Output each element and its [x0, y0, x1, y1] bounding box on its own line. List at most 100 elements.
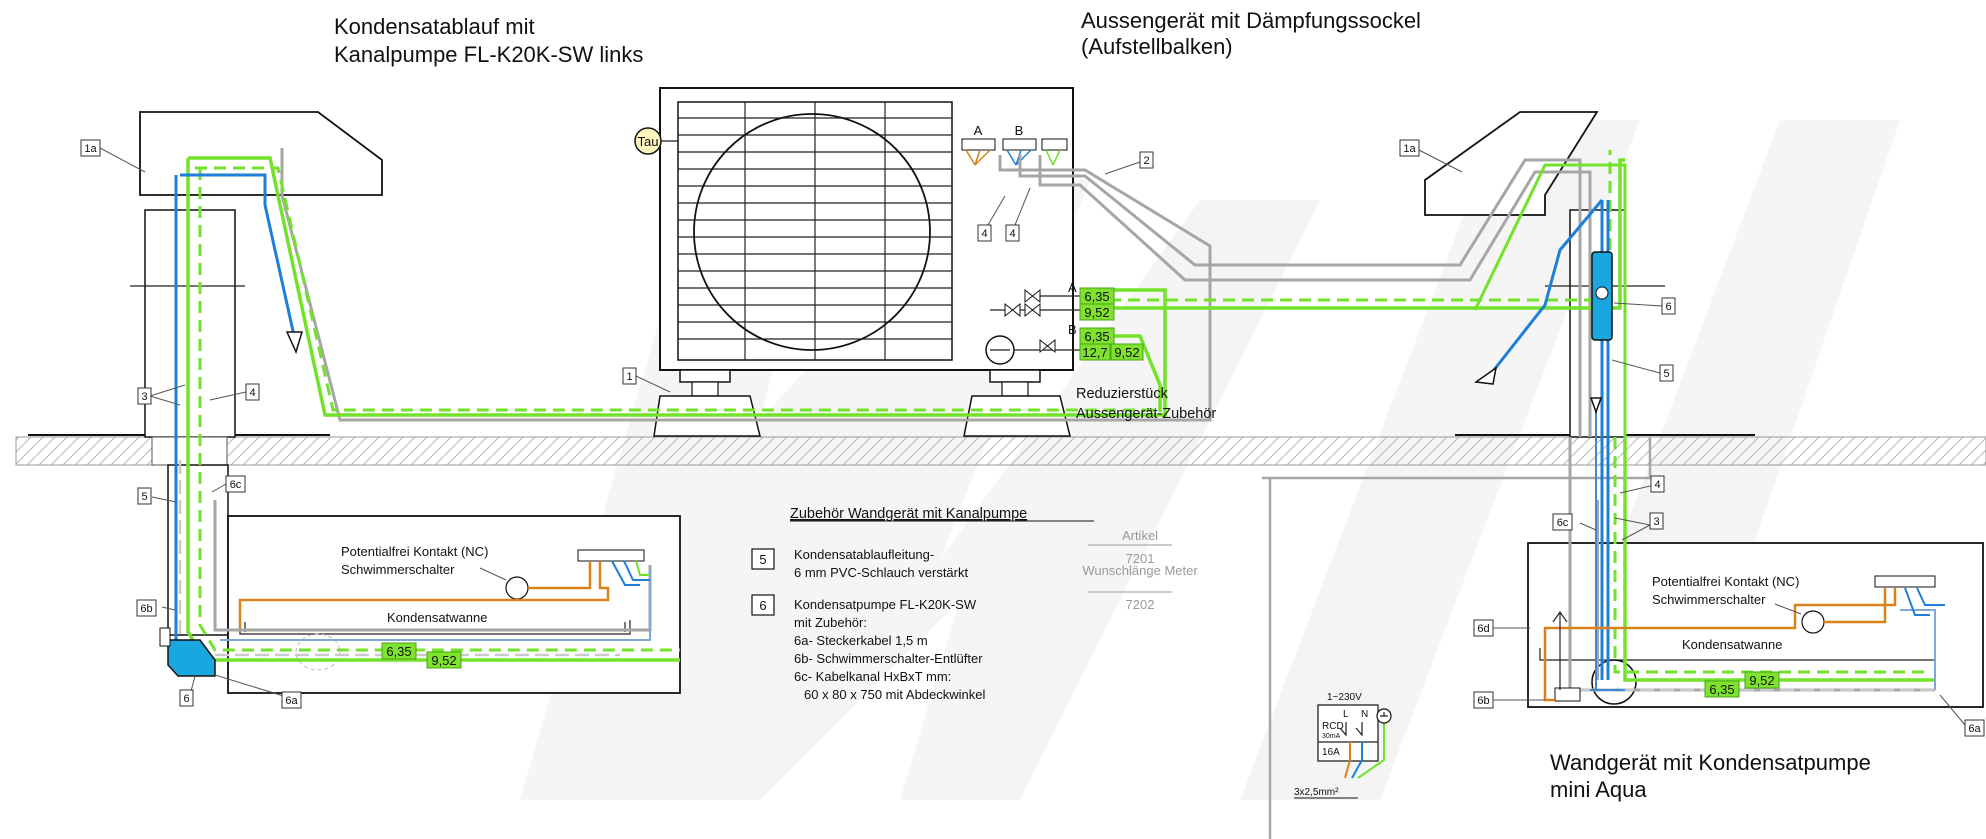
item6-number: 6	[751, 594, 775, 616]
left-condensate-pump	[159, 627, 216, 677]
tag-1: 1	[622, 367, 637, 385]
left-contact-label: Potentialfrei Kontakt (NC)	[341, 544, 488, 559]
voltage-label: 1~230V	[1327, 692, 1362, 703]
svg-text:3: 3	[1653, 516, 1659, 528]
fan-grille	[678, 102, 952, 360]
item6-line4: 6b- Schwimmerschalter-Entlüfter	[794, 651, 983, 666]
item6-line1: Kondensatpumpe FL-K20K-SW	[794, 597, 977, 612]
svg-text:6,35: 6,35	[1709, 682, 1734, 697]
tag-4-right: 4	[1650, 475, 1665, 493]
rcd-rating: 30mA	[1322, 733, 1341, 740]
tag-leaders	[99, 147, 1966, 726]
accessories-legend: Zubehör Wandgerät mit Kanalpumpe Artikel…	[751, 506, 1198, 702]
pipe-size-3: 6,35	[1079, 327, 1115, 345]
pipe-size-2: 9,52	[1079, 303, 1115, 321]
tag-4-unit-b: 4	[1005, 224, 1020, 242]
tag-1a-left: 1a	[80, 139, 101, 157]
tag-5-right: 5	[1659, 364, 1674, 382]
tag-6c-right: 6c	[1552, 513, 1573, 531]
svg-text:6b: 6b	[140, 603, 152, 615]
right-condensate-pump	[1554, 251, 1613, 702]
title-left: Kondensatablauf mit Kanalpumpe FL-K20K-S…	[334, 14, 643, 67]
svg-text:5: 5	[141, 491, 147, 503]
left-dim-9-52: 9,52	[426, 651, 462, 669]
tag-6d-right: 6d	[1473, 619, 1494, 637]
svg-text:6a: 6a	[1968, 723, 1981, 735]
reducer-accessory-label: Aussengerät-Zubehör	[1076, 406, 1216, 422]
tag-6-right: 6	[1661, 297, 1676, 315]
tau-sensor: Tau	[634, 127, 678, 155]
pipe-size-1: 6,35	[1079, 287, 1115, 305]
tag-6b-left: 6b	[136, 599, 157, 617]
service-valves: A B	[985, 280, 1080, 365]
valve-a-label: A	[1068, 280, 1077, 295]
condensate-lines	[174, 173, 1936, 691]
item6-line6: 60 x 80 x 750 mit Abdeckwinkel	[804, 687, 985, 702]
tag-5-left: 5	[137, 487, 152, 505]
svg-text:1: 1	[626, 371, 632, 383]
svg-text:1a: 1a	[1403, 143, 1416, 155]
svg-text:4: 4	[1009, 228, 1015, 240]
tag-6a-right: 6a	[1964, 719, 1985, 737]
title-right-line2: mini Aqua	[1550, 777, 1647, 802]
svg-text:6: 6	[183, 693, 189, 705]
tau-label: Tau	[638, 134, 659, 149]
circuit-b-label: B	[1015, 123, 1024, 138]
svg-text:6c: 6c	[230, 479, 242, 491]
svg-text:12,7: 12,7	[1082, 345, 1107, 360]
tag-4-unit-a: 4	[977, 224, 992, 242]
left-float-switch	[238, 549, 650, 628]
breaker-label: 16A	[1322, 747, 1340, 758]
item5-line1: Kondensatablaufleitung-	[794, 547, 934, 562]
reducer-label: Reduzierstück	[1076, 386, 1169, 402]
svg-text:6,35: 6,35	[1084, 329, 1109, 344]
item5-line2: 6 mm PVC-Schlauch verstärkt	[794, 565, 968, 580]
tag-6c-left: 6c	[225, 475, 246, 493]
title-left-line2: Kanalpumpe FL-K20K-SW links	[334, 42, 643, 67]
svg-text:4: 4	[981, 228, 987, 240]
svg-text:5: 5	[759, 552, 766, 567]
title-top-line2: (Aufstellbalken)	[1081, 34, 1233, 59]
item6-line2: mit Zubehör:	[794, 615, 867, 630]
n-label: N	[1361, 709, 1368, 720]
right-float-label: Schwimmerschalter	[1652, 592, 1766, 607]
svg-text:6: 6	[1665, 301, 1671, 313]
svg-text:4: 4	[249, 387, 255, 399]
tag-3-left: 3	[137, 387, 152, 405]
svg-text:9,52: 9,52	[1114, 345, 1139, 360]
left-dim-6-35: 6,35	[381, 642, 417, 660]
column-length: Wunschlänge Meter	[1082, 563, 1198, 578]
tag-3-right: 3	[1649, 512, 1664, 530]
item6-line3: 6a- Steckerkabel 1,5 m	[794, 633, 928, 648]
terminal-blocks-outdoor: A B	[961, 123, 1068, 166]
l-label: L	[1343, 709, 1349, 720]
tag-6-left: 6	[179, 689, 194, 707]
svg-text:3: 3	[141, 391, 147, 403]
column-artikel: Artikel	[1122, 528, 1158, 543]
right-dim-6-35: 6,35	[1704, 680, 1740, 698]
pipe-size-5: 9,52	[1110, 343, 1144, 361]
item5-number: 5	[751, 548, 775, 570]
floor-slab	[15, 434, 1986, 466]
svg-text:6,35: 6,35	[386, 644, 411, 659]
title-right: Wandgerät mit Kondensatpumpe mini Aqua	[1550, 750, 1871, 802]
left-box-labels: Potentialfrei Kontakt (NC) Schwimmerscha…	[341, 544, 488, 669]
svg-text:6b: 6b	[1477, 695, 1489, 707]
svg-text:6,35: 6,35	[1084, 289, 1109, 304]
svg-text:2: 2	[1143, 155, 1149, 167]
svg-text:9,52: 9,52	[1084, 305, 1109, 320]
right-tray-label: Kondensatwanne	[1682, 637, 1782, 652]
left-float-label: Schwimmerschalter	[341, 562, 455, 577]
svg-text:6c: 6c	[1557, 517, 1569, 529]
title-top: Aussengerät mit Dämpfungssockel (Aufstel…	[1081, 8, 1421, 59]
svg-text:4: 4	[1654, 479, 1660, 491]
left-tray-label: Kondensatwanne	[387, 610, 487, 625]
title-right-line1: Wandgerät mit Kondensatpumpe	[1550, 750, 1871, 775]
item6-article: 7202	[1126, 597, 1155, 612]
tag-2: 2	[1139, 151, 1154, 169]
right-dim-9-52: 9,52	[1744, 671, 1780, 689]
title-left-line1: Kondensatablauf mit	[334, 14, 535, 39]
accessories-heading: Zubehör Wandgerät mit Kanalpumpe	[790, 506, 1027, 522]
right-box-labels: Potentialfrei Kontakt (NC) Schwimmerscha…	[1552, 574, 1799, 698]
